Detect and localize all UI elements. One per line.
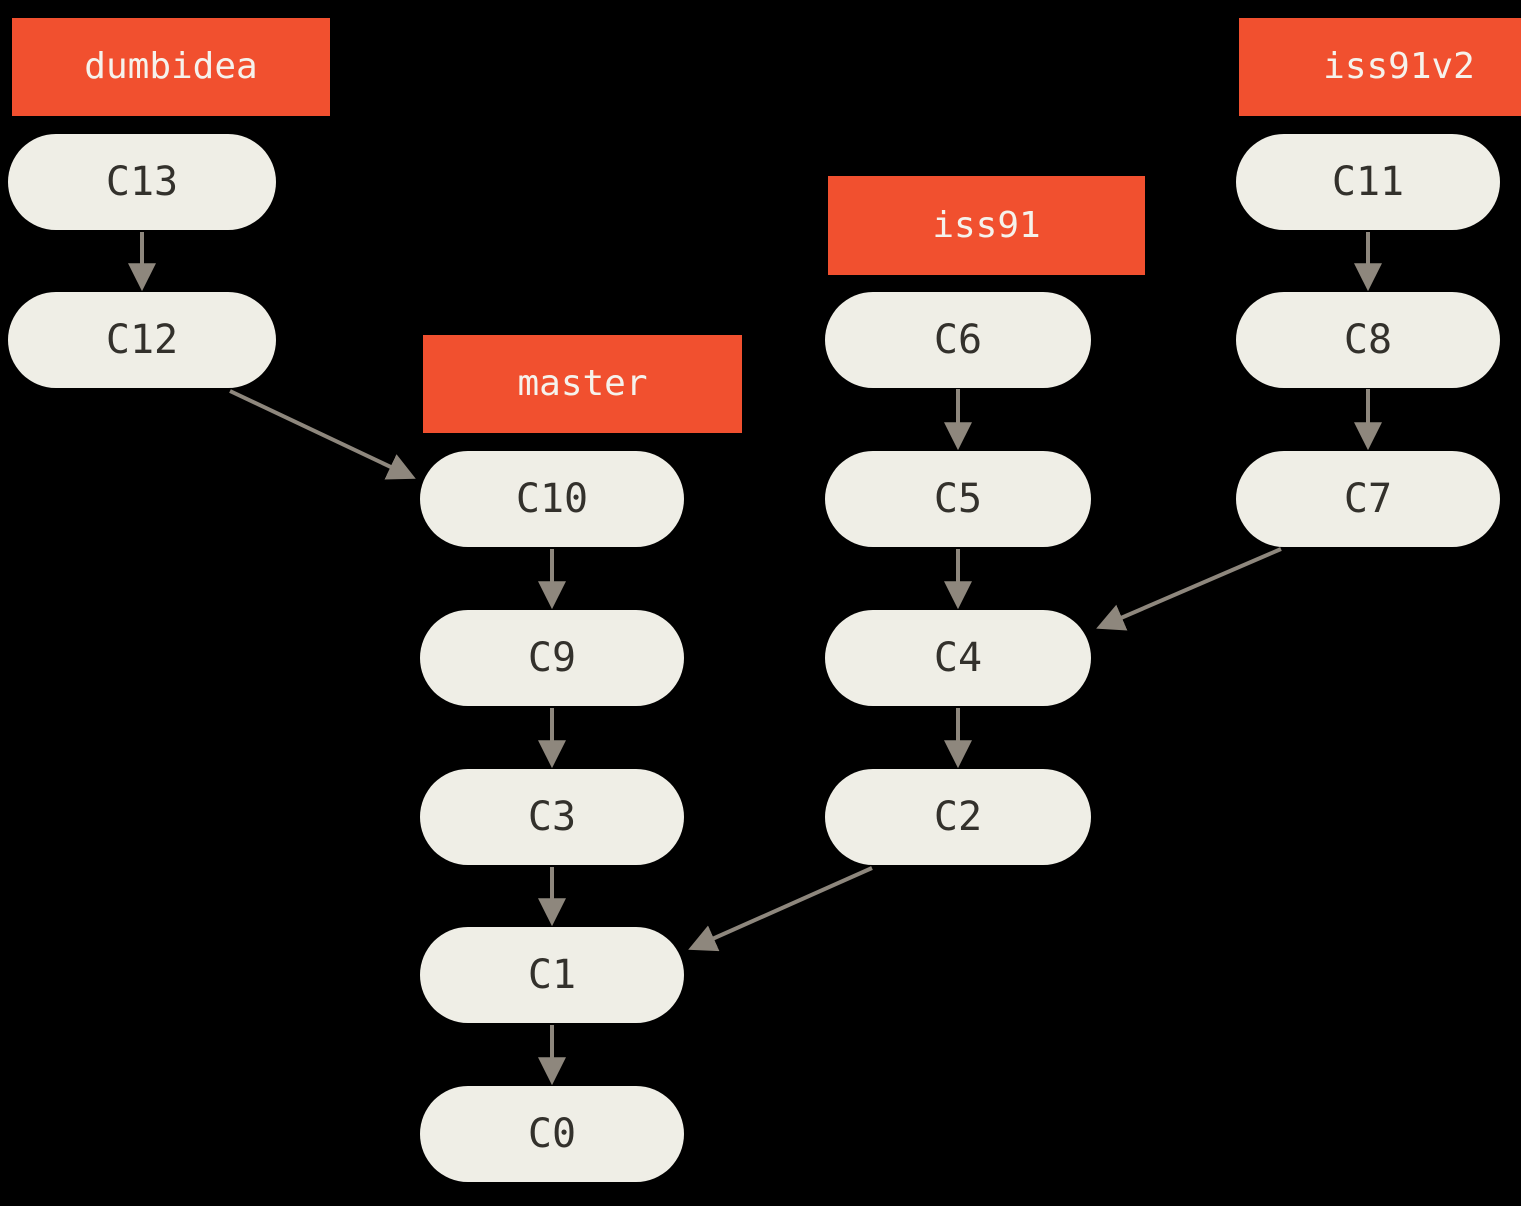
branch-label-iss91: iss91 [828,176,1145,275]
commit-label: C6 [933,317,983,363]
commit-label: C8 [1343,317,1393,363]
commit-node-C3: C3 [420,769,684,865]
commit-label: C7 [1343,476,1393,522]
commit-label: C1 [527,952,577,998]
commit-label: C5 [933,476,983,522]
branch-label-text: master [517,363,648,404]
commit-label: C12 [105,317,179,363]
commit-node-C8: C8 [1236,292,1500,388]
branch-label-text: iss91v2 [1323,46,1475,87]
commit-label: C4 [933,635,983,681]
commit-node-C12: C12 [8,292,276,388]
commit-label: C0 [527,1111,577,1157]
commit-node-C10: C10 [420,451,684,547]
commit-label: C13 [105,159,179,205]
commit-label: C3 [527,794,577,840]
commit-label: C2 [933,794,983,840]
commit-node-C6: C6 [825,292,1091,388]
branch-label-master: master [423,335,742,433]
commit-node-C7: C7 [1236,451,1500,547]
commit-node-C11: C11 [1236,134,1500,230]
commit-node-C4: C4 [825,610,1091,706]
commit-node-C0: C0 [420,1086,684,1182]
commit-node-C13: C13 [8,134,276,230]
commit-node-C9: C9 [420,610,684,706]
branch-label-text: iss91 [932,204,1041,246]
commit-node-C2: C2 [825,769,1091,865]
commit-label: C10 [515,476,589,522]
edge-C2-to-C1 [688,866,873,952]
branch-label-iss91v2: iss91v2 [1239,18,1521,116]
branch-label-text: dumbidea [84,46,258,87]
commit-label: C11 [1331,159,1405,205]
commit-node-C1: C1 [420,927,684,1023]
commit-node-C5: C5 [825,451,1091,547]
edge-C7-to-C4 [1096,547,1282,631]
branch-label-dumbidea: dumbidea [12,18,330,116]
edge-C12-to-C10 [229,389,416,480]
commit-label: C9 [527,635,577,681]
